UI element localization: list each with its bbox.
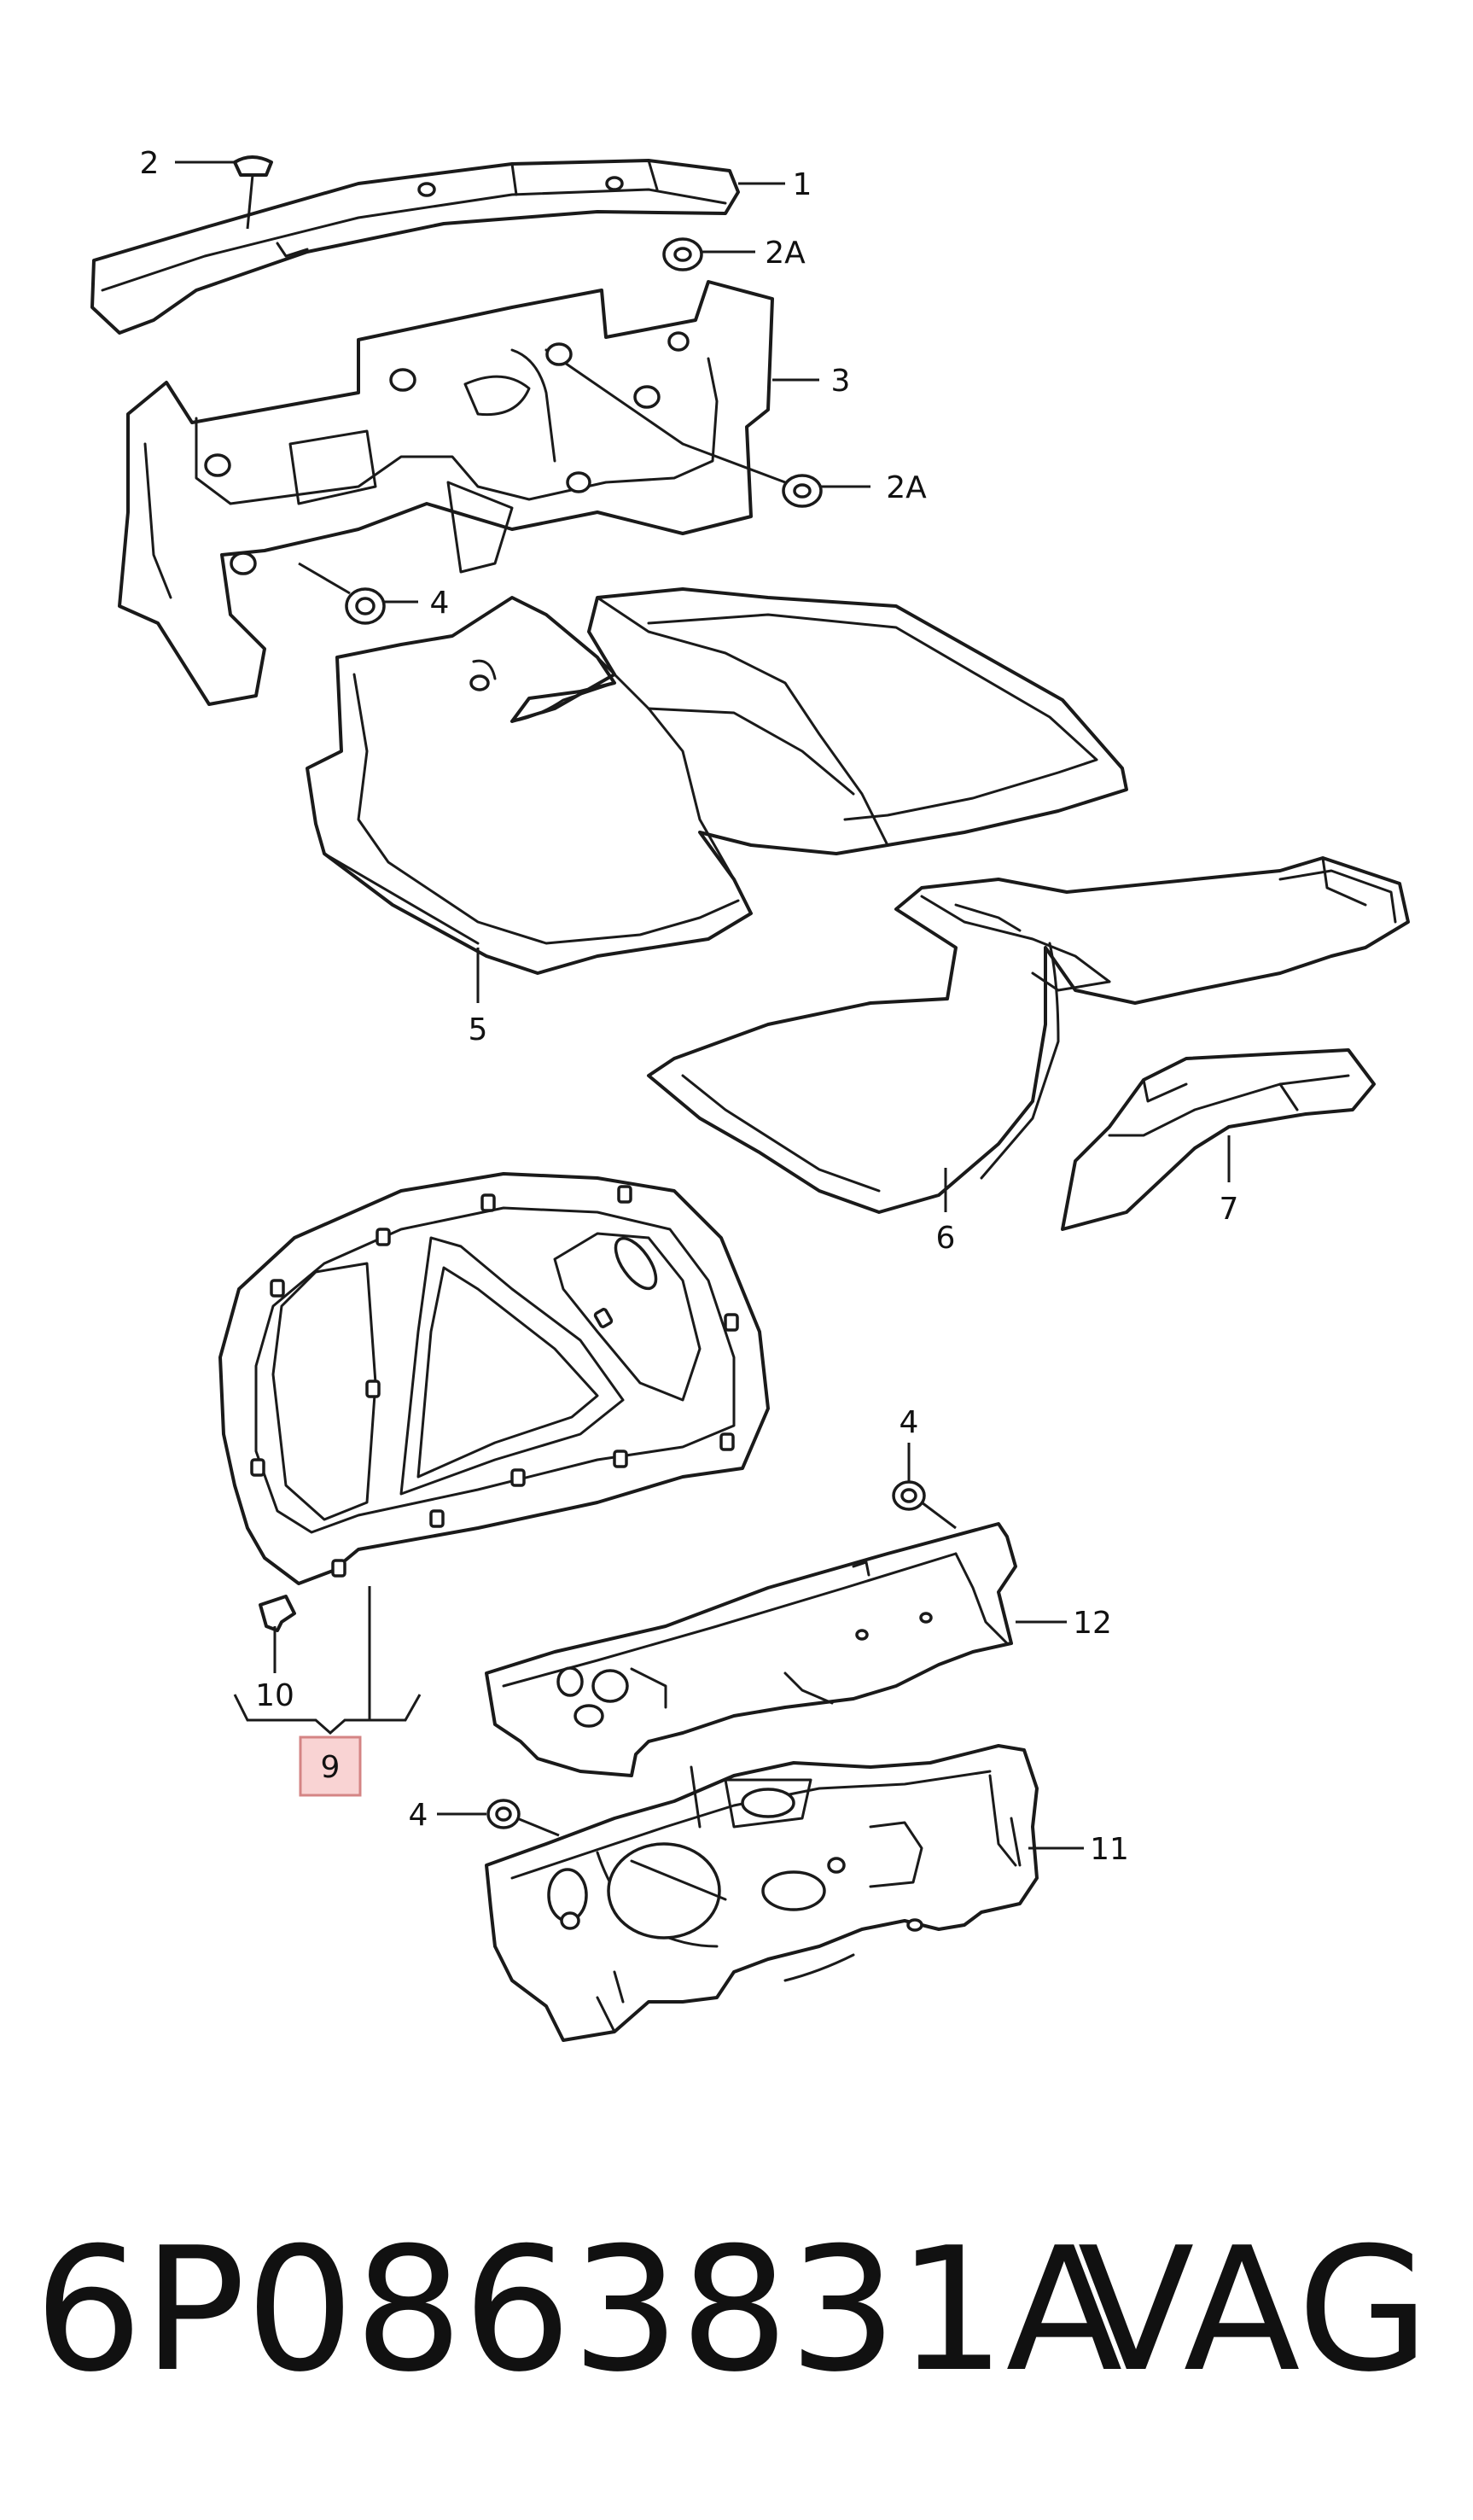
part-number-label: 6P0863831A	[34, 2211, 1122, 2410]
callout-10: 10	[255, 1678, 294, 1713]
callout-2: 2	[140, 146, 160, 181]
callout-11: 11	[1090, 1832, 1129, 1867]
part-12-plenum-insulation	[485, 1522, 1017, 1777]
part-5-front-floor-insulation	[306, 587, 1128, 975]
callout-9: 9	[321, 1750, 341, 1785]
callout-1: 1	[793, 167, 812, 202]
callout-4-right: 4	[900, 1405, 919, 1440]
part-4-clip-upper	[298, 562, 386, 625]
callout-4-top: 4	[430, 586, 450, 621]
part-1-cowl-strip	[90, 159, 740, 335]
part-3-bulkhead-insulation	[118, 280, 774, 706]
callout-2a-top: 2A	[765, 236, 806, 271]
part-9-bracket	[233, 1586, 422, 1735]
part-4-clip-right	[892, 1443, 957, 1530]
callout-2a-mid: 2A	[886, 470, 927, 505]
callout-5: 5	[469, 1012, 488, 1047]
part-4-clip-bottom	[486, 1799, 560, 1837]
part-2-clip	[233, 155, 273, 230]
part-2a-nut-mid	[682, 442, 823, 508]
callout-labels: 2 1 2A 3 2A 4 5 6 7 4 12 10 9 4 11	[140, 146, 1239, 1867]
part-6-rear-floor-insulation	[647, 856, 1410, 1214]
callout-9-highlight	[299, 1735, 362, 1797]
part-11-engine-bay-insulation	[485, 1744, 1039, 2042]
part-2a-nut-top	[662, 237, 703, 271]
callout-3: 3	[831, 364, 851, 399]
callout-6: 6	[936, 1221, 956, 1256]
brand-label: VAG	[1078, 2211, 1429, 2410]
part-10-clip	[259, 1595, 296, 1673]
part-7-side-panel	[1061, 1048, 1376, 1231]
callout-leaders	[175, 160, 1231, 1850]
callout-7: 7	[1220, 1192, 1239, 1227]
part-9-hood-insulation	[218, 1172, 770, 1585]
callout-12: 12	[1073, 1606, 1112, 1641]
callout-4-bottom: 4	[409, 1798, 428, 1833]
